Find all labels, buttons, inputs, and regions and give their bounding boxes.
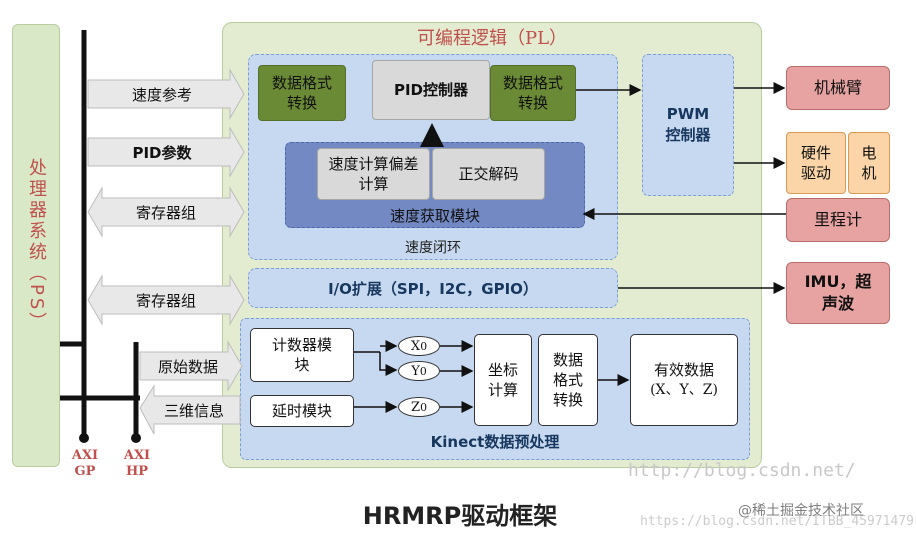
format-convert-in-block: 数据格式转换 [258,65,346,121]
reg-group-2-label: 寄存器组 [135,291,196,310]
counter-module-label: 计数器模块 [271,335,332,374]
x0-subscript: 0 [420,339,428,353]
pid-controller-label: PID控制器 [393,80,469,99]
pwm-controller-block: PWM控制器 [642,54,734,196]
counter-module-block: 计数器模块 [250,328,354,382]
kinect-format-convert-label: 数据格式转换 [553,350,584,410]
juejin-watermark: @稀土掘金技术社区 [738,503,864,519]
coord-calc-block: 坐标计算 [474,334,532,426]
pid-controller-block: PID控制器 [372,60,490,120]
pl-title: 可编程逻辑（PL） [416,28,568,49]
hardware-drive-label: 硬件驱动 [800,143,831,182]
y0-label: Y [411,363,420,379]
pid-params-label: PID参数 [132,143,192,162]
imu-ultrasonic-label: IMU，超声波 [804,272,872,313]
ps-region [12,24,60,467]
odometer-block: 里程计 [786,198,890,242]
speed-acq-label: 速度获取模块 [389,206,480,225]
ps-label: 处理器系统（PS） [26,157,47,334]
info-3d-label: 三维信息 [163,401,224,420]
reg-group-1-arrow [87,186,245,238]
counter-to-y0-line [379,352,398,376]
speed-loop-label: 速度闭环 [405,240,461,256]
speed-calc-label: 速度计算偏差计算 [328,154,419,193]
x0-label: X [410,338,421,354]
delay-module-label: 延时模块 [271,401,332,420]
z0-subscript: 0 [420,400,427,414]
raw-data-label: 原始数据 [157,357,218,376]
reg-group-2-arrow [87,274,245,326]
pid-params-arrow [87,126,245,178]
imu-ultrasonic-block: IMU，超声波 [786,262,890,324]
axi-hp-label: AXI HP [118,444,156,484]
delay-module-block: 延时模块 [250,395,354,427]
pwm-controller-label: PWM控制器 [665,105,711,144]
valid-data-block: 有效数据 (X、Y、Z) [630,334,738,426]
valid-data-label: 有效数据 [653,361,714,380]
format-convert-out-label: 数据格式转换 [502,73,563,112]
y0-subscript: 0 [419,364,427,378]
robot-arm-block: 机械臂 [786,66,890,110]
axi-gp-line1: AXI [71,447,99,463]
speed-calc-block: 速度计算偏差计算 [317,148,430,200]
info-3d-arrow [139,384,241,435]
csdn-watermark: http://blog.csdn.net/ [628,460,856,481]
axi-hp-node [131,433,141,443]
kinect-label: Kinect数据预处理 [430,432,560,451]
axi-gp-node [79,433,89,443]
hardware-drive-block: 硬件驱动 [786,132,846,194]
format-convert-in-label: 数据格式转换 [271,73,332,112]
speed-ref-label: 速度参考 [131,85,192,104]
csdn-url-watermark: https://blog.csdn.net/ITBB_45971479 [640,514,914,529]
quadrature-decode-label: 正交解码 [458,164,519,183]
z0-label: Z [411,399,421,415]
io-extension-label: I/O扩展（SPI，I2C，GPIO） [328,279,538,298]
robot-arm-label: 机械臂 [813,78,862,98]
io-extension-block: I/O扩展（SPI，I2C，GPIO） [248,268,618,308]
axi-gp-label: AXI GP [66,444,104,484]
speed-ref-arrow [87,68,245,120]
diagram-title: HRMRP驱动框架 [362,501,558,530]
reg-group-1-label: 寄存器组 [135,203,196,222]
valid-data-xyz: (X、Y、Z) [650,381,718,398]
axi-hp-line1: AXI [123,447,151,463]
kinect-format-convert-block: 数据格式转换 [538,334,598,426]
odometer-label: 里程计 [813,210,862,230]
format-convert-out-block: 数据格式转换 [490,65,576,121]
quadrature-decode-block: 正交解码 [432,148,545,200]
raw-data-arrow [139,340,243,392]
motor-label: 电机 [861,143,877,182]
axi-gp-line2: GP [74,464,96,479]
axi-hp-line2: HP [125,464,149,479]
coord-calc-label: 坐标计算 [487,360,518,399]
motor-block: 电机 [848,132,890,194]
